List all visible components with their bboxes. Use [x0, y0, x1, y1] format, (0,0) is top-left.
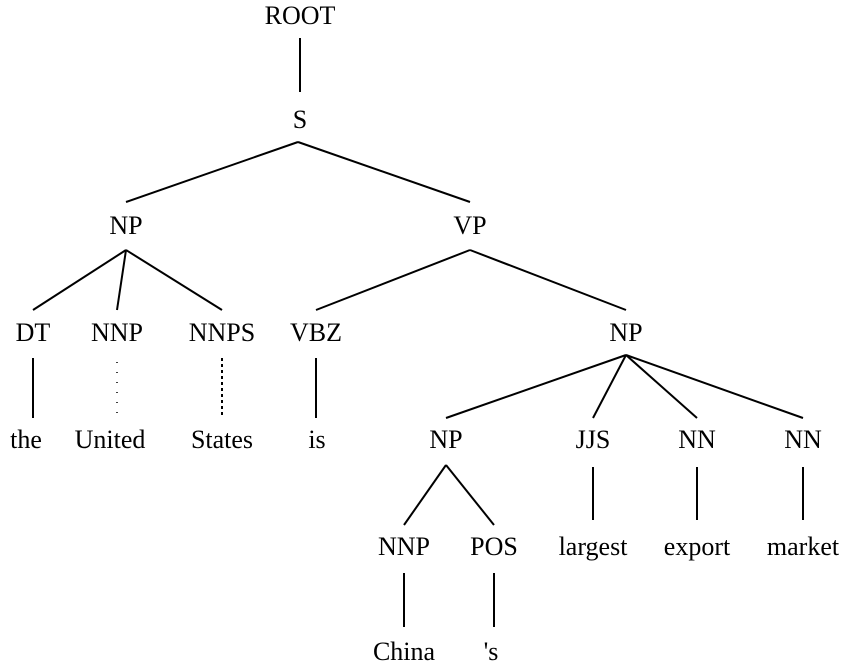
node-nnp-china: NNP [378, 532, 430, 561]
word-largest: largest [559, 532, 629, 561]
node-s: S [293, 105, 307, 134]
node-np-possessive: NP [429, 425, 462, 454]
word-the: the [10, 425, 42, 454]
node-dt: DT [16, 318, 51, 347]
edge-np-nn1 [625, 354, 698, 419]
word-china: China [373, 637, 436, 665]
tree-edges [32, 38, 804, 627]
edge-s-np [125, 141, 299, 203]
node-np-object: NP [609, 318, 642, 347]
edge-np-jjs [592, 354, 627, 419]
edge-vp-np [469, 249, 627, 311]
word-apostrophe-s: 's [484, 637, 499, 665]
node-jjs: JJS [576, 425, 611, 454]
edge-npposs-pos [445, 464, 495, 526]
node-nnps: NNPS [189, 318, 255, 347]
edge-np-npposs [445, 354, 627, 419]
node-root: ROOT [265, 1, 336, 30]
word-is: is [308, 425, 325, 454]
edge-np-nnps [125, 249, 223, 311]
edge-np-dt [32, 249, 127, 311]
word-export: export [664, 532, 731, 561]
edge-np-nnp [116, 249, 127, 311]
node-vp: VP [453, 211, 486, 240]
tree-labels: ROOT S NP VP DT NNP NNPS VBZ NP the Unit… [10, 1, 840, 665]
edge-np-nn2 [625, 354, 804, 419]
word-united: United [75, 425, 146, 454]
node-pos: POS [470, 532, 518, 561]
word-states: States [191, 425, 253, 454]
edge-vp-vbz [315, 249, 471, 311]
edge-s-vp [297, 141, 471, 203]
edge-npposs-nnp [403, 464, 447, 526]
node-nnp: NNP [91, 318, 143, 347]
node-vbz: VBZ [290, 318, 342, 347]
word-market: market [767, 532, 840, 561]
node-np-subject: NP [109, 211, 142, 240]
node-nn-market: NN [784, 425, 822, 454]
node-nn-export: NN [678, 425, 716, 454]
